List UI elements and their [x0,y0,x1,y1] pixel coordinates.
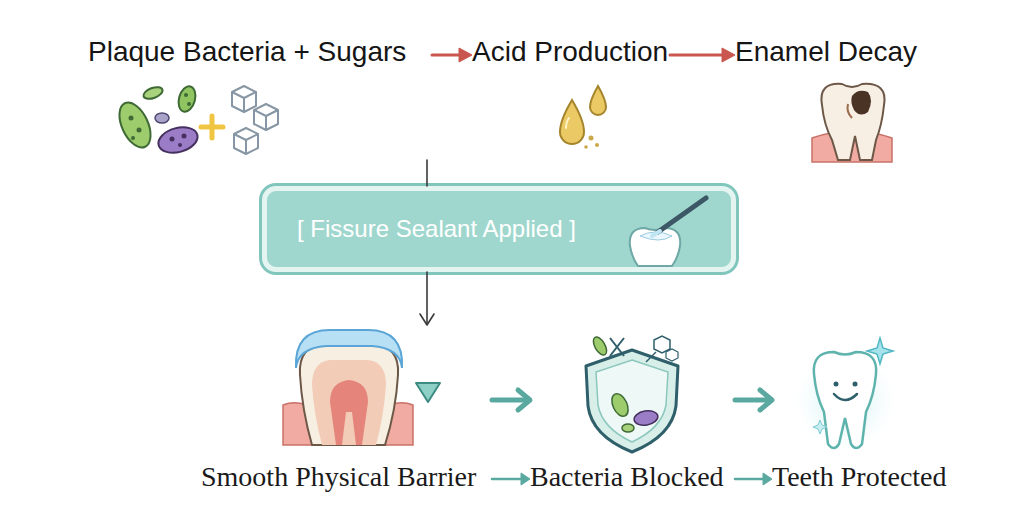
step-label: Acid Production [472,35,668,69]
flow-arrow [427,160,428,186]
process-box: [ Fissure Sealant Applied ] [262,186,736,272]
acid-drop-icon [560,86,606,149]
flow-arrow [735,473,772,485]
bacteria-icon [113,84,200,156]
flow-arrow [420,272,434,325]
outcome-step: Smooth Physical Barrier [201,325,492,497]
flow-arrow [432,48,472,62]
outcome-step: Teeth Protected [772,325,962,497]
decayed-tooth-icon [812,84,892,162]
sealed-tooth-icon [283,330,413,445]
pointer-triangle [416,383,440,402]
box-label: [ Fissure Sealant Applied ] [297,214,576,244]
cause-step: Acid Production [472,35,670,160]
step-label: Teeth Protected [772,461,947,493]
step-label: Bacteria Blocked [530,461,724,493]
step-label: Enamel Decay [735,35,917,69]
outcome-step: Bacteria Blocked [530,325,735,497]
cause-step: Enamel Decay [735,35,930,160]
plus-symbol [201,116,223,138]
step-label: Smooth Physical Barrier [201,461,476,493]
flow-arrow [735,390,772,410]
flow-arrow [492,390,530,410]
shield-icon [586,335,678,452]
cause-step: Plaque Bacteria + Sugars [88,35,432,160]
step-label: Plaque Bacteria + Sugars [88,35,406,69]
sugar-cubes-icon [232,86,278,154]
healthy-tooth-icon [795,338,895,450]
flow-arrow [492,473,530,485]
flow-arrow [670,48,735,62]
sealant-applicator-icon [630,198,706,266]
